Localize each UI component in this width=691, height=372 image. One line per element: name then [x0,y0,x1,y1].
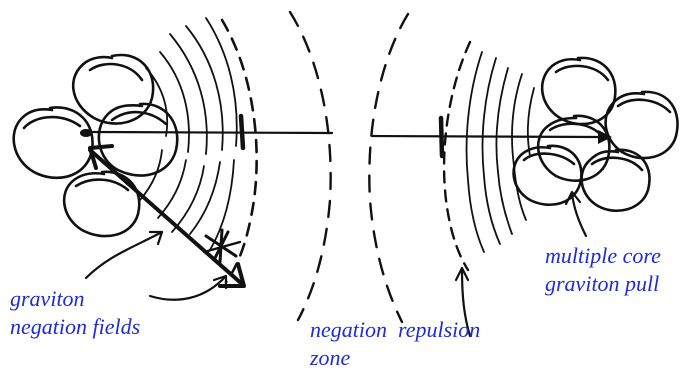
right-field-arc-1 [465,51,485,253]
right-core-cluster [512,56,679,213]
right-core-right [604,90,679,160]
graviton-negation-fields-label: graviton negation fields [10,285,140,341]
negation-repulsion-label-line1: negation repulsion [310,317,481,342]
right-field-arc-3 [495,67,513,235]
right-core-bottom-right [580,148,651,213]
core-pull-pointer [570,192,588,238]
left-core-center [97,102,179,177]
diagonal-vector-head [218,262,246,288]
right-field-arc-4 [511,73,527,221]
right-core-bottom-left [512,144,583,207]
repulsion-zone-pointer [460,268,472,338]
repulsion-zone-right-arc [368,12,410,324]
repulsion-zone-pointer-head [454,266,470,282]
negation-fields-pointer-2 [148,274,228,301]
left-field-arc-7 [185,25,224,151]
negation-fields-pointer-1-head [148,230,164,246]
negation-repulsion-zone-label: negation repulsion zone [310,316,480,372]
diagonal-vector-line [88,148,244,286]
axis-left-segment [88,130,334,135]
graviton-negation-label-line1: graviton [10,286,85,311]
core-pull-pointer-head [564,190,582,206]
left-center-point [80,129,92,137]
right-field-arc-5 [527,87,535,157]
right-core-center [536,114,611,182]
graviton-negation-label-line2: negation fields [10,314,141,339]
multiple-core-label-line2: graviton pull [545,271,660,296]
left-field-arc-1 [145,67,169,137]
left-field-arc-5 [169,33,208,155]
left-field-arc-3 [159,51,190,153]
right-field-arc-2 [481,57,501,245]
multiple-core-graviton-pull-label: multiple core graviton pull [545,242,661,298]
negation-fields-pointer-2-head [212,274,228,290]
multiple-core-label-line1: multiple core [545,243,661,268]
left-core-left [12,106,94,180]
negation-fields-pointer-1 [84,230,164,280]
right-core-top [540,56,617,126]
repulsion-zone-left-arc [288,10,332,322]
left-boundary-dashed-arc [220,18,258,284]
axis-arrowhead [598,130,612,144]
left-field-arc-9 [205,17,238,147]
intersection-star [202,228,242,264]
axis-right-segment [370,134,600,139]
negation-repulsion-label-line2: zone [310,345,351,370]
diagonal-vector-tail-head [88,144,114,170]
left-field-arc-8 [189,161,221,235]
right-boundary-dashed-arc [442,40,472,272]
